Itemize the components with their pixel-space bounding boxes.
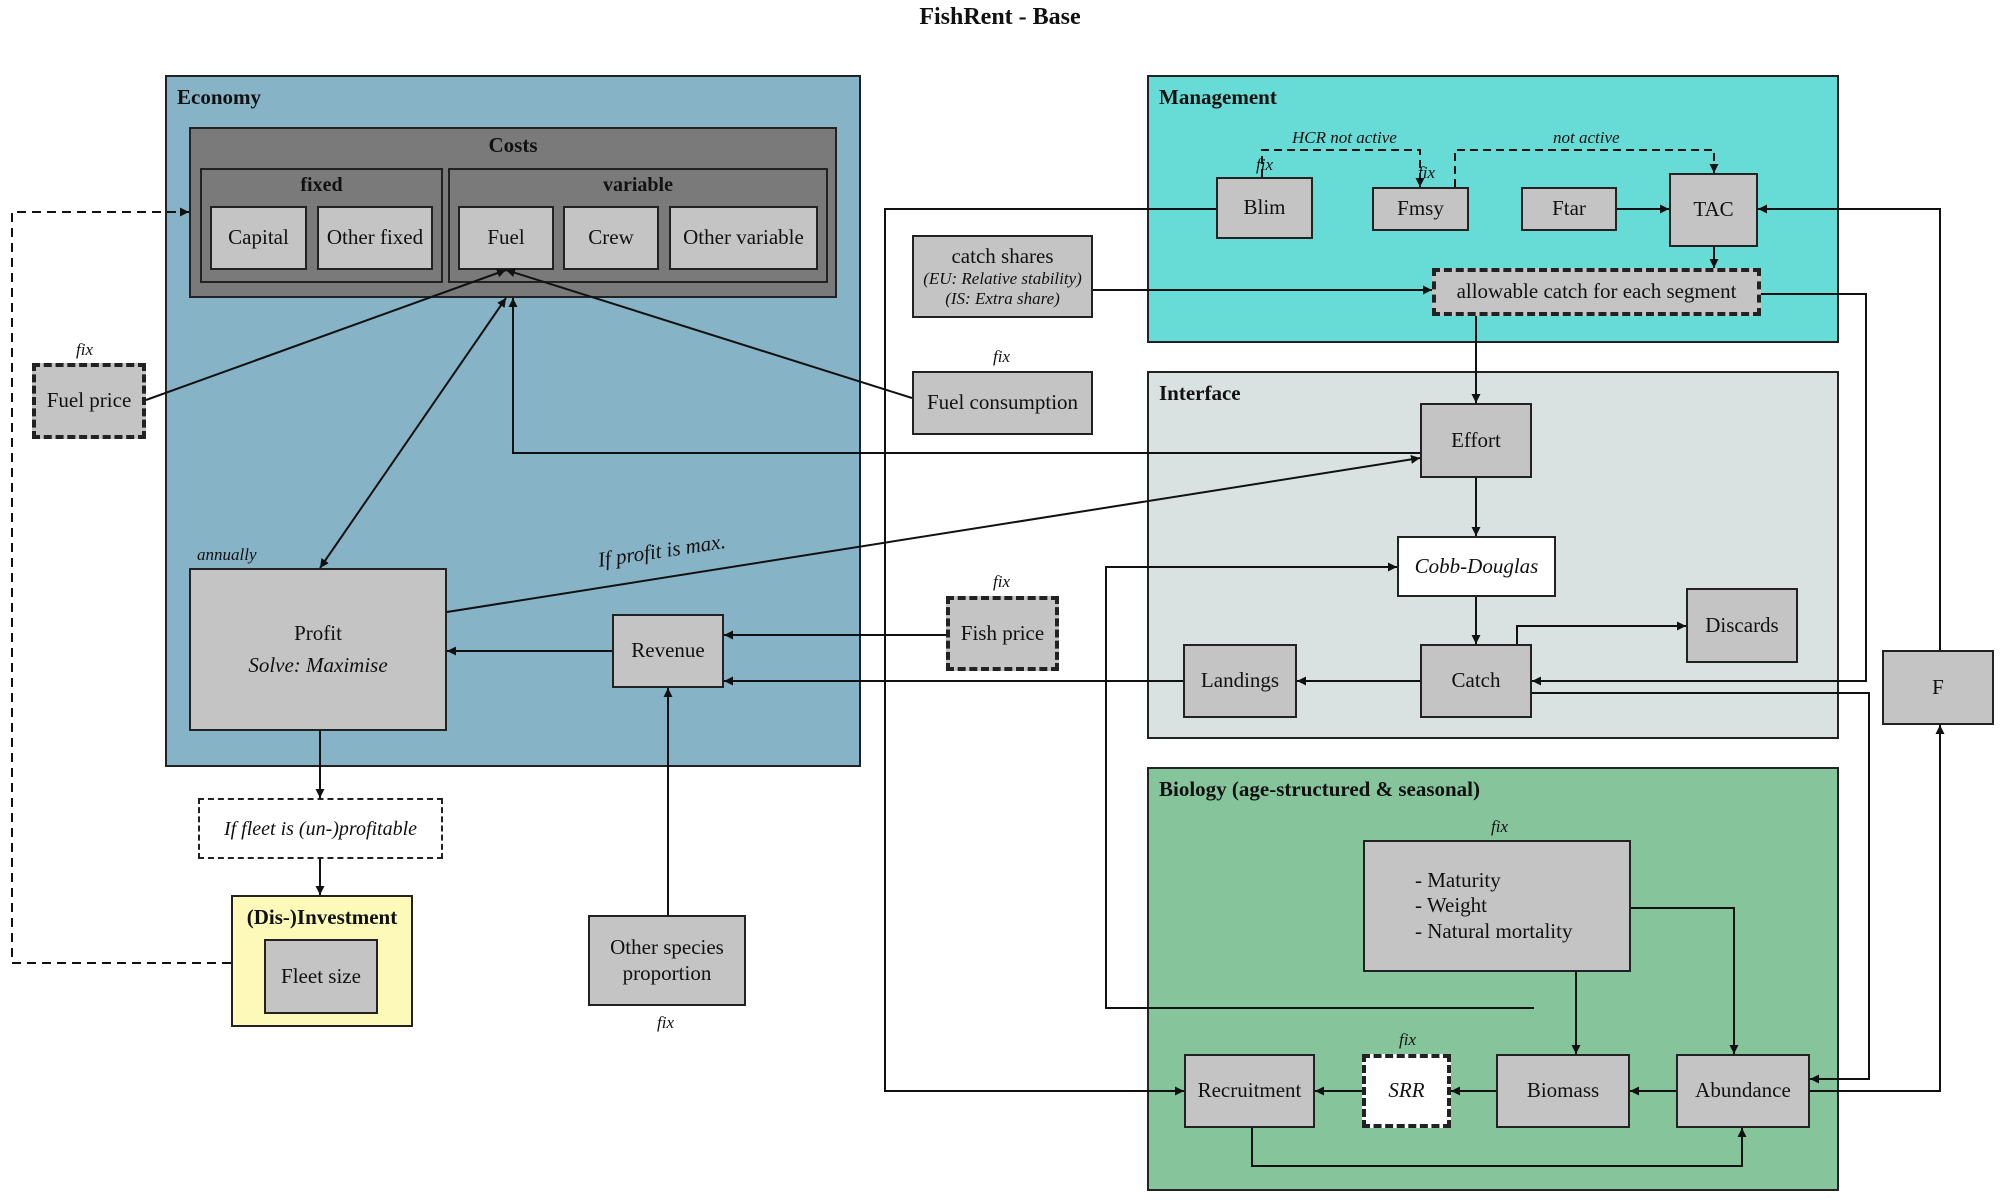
landings-node: Landings [1183, 644, 1297, 718]
economy-panel-title: Economy [177, 85, 261, 109]
link-allowable-catch-to-catch [1532, 293, 1867, 686]
fuel-consumption-node: Fuel consumption [912, 371, 1093, 435]
discards-node: Discards [1686, 588, 1798, 663]
fuel-price-node: Fuel price [32, 363, 146, 439]
crew-cost-node: Crew [563, 206, 659, 270]
link-blim-to-fmsy [1261, 149, 1425, 187]
f-node: F [1882, 650, 1994, 725]
natural-mortality-label: - Natural mortality [1415, 918, 1573, 943]
effort-node: Effort [1420, 403, 1532, 478]
tac-node: TAC [1669, 173, 1758, 247]
blim-node: Blim [1216, 177, 1313, 239]
hcr-not-active-label: HCR not active [1292, 128, 1397, 147]
link-fmsy-to-tac [1454, 149, 1719, 187]
management-panel-title: Management [1159, 85, 1277, 109]
link-biomass-to-cobb-douglas [1105, 562, 1534, 1009]
annually-label: annually [197, 545, 257, 564]
abundance-node: Abundance [1676, 1054, 1810, 1128]
interface-panel-title: Interface [1159, 381, 1241, 405]
srr-node: SRR [1362, 1054, 1451, 1128]
link-catch-to-discards [1516, 621, 1686, 644]
link-recruitment-to-abundance [1251, 1128, 1747, 1167]
fix-label-fuel-consumption: fix [993, 347, 1010, 366]
biomass-node: Biomass [1496, 1054, 1630, 1128]
link-parameters-to-abundance [1631, 907, 1739, 1054]
fuel-cost-node: Fuel [458, 206, 554, 270]
link-abundance-to-f [1810, 725, 1945, 1092]
fish-price-node: Fish price [946, 596, 1059, 671]
capital-cost-node: Capital [210, 206, 307, 270]
cobb-douglas-node: Cobb-Douglas [1397, 536, 1556, 597]
link-blim-to-recruitment [884, 208, 1216, 1096]
revenue-node: Revenue [612, 614, 724, 688]
link-effort-to-costs [508, 298, 1420, 454]
weight-label: - Weight [1415, 893, 1487, 918]
recruitment-node: Recruitment [1184, 1054, 1315, 1128]
investment-panel-title: (Dis-)Investment [246, 905, 398, 929]
other-species-line2: proportion [622, 960, 712, 985]
other-fixed-cost-node: Other fixed [317, 206, 433, 270]
maturity-label: - Maturity [1415, 868, 1501, 893]
fix-label-other-species: fix [657, 1013, 674, 1032]
link-fuel-consumption-to-fuel [505, 268, 913, 399]
profit-node: Profit Solve: Maximise [189, 568, 447, 731]
other-species-proportion-node: Other species proportion [588, 915, 746, 1006]
fmsy-node: Fmsy [1372, 187, 1469, 231]
link-costs-profit [319, 297, 507, 569]
profit-solve-label: Solve: Maximise [248, 652, 388, 677]
catch-shares-node: catch shares (EU: Relative stability) (I… [912, 235, 1093, 318]
ftar-node: Ftar [1521, 187, 1617, 231]
profit-label: Profit [294, 621, 342, 646]
link-catch-to-abundance [1532, 692, 1870, 1084]
biology-panel-title: Biology (age-structured & seasonal) [1159, 777, 1480, 801]
fix-label-fish-price: fix [993, 572, 1010, 591]
catch-shares-is: (IS: Extra share) [945, 289, 1060, 309]
other-species-line1: Other species [610, 935, 724, 960]
costs-title: Costs [488, 133, 538, 157]
fix-label-fmsy: fix [1418, 163, 1435, 182]
diagram-title: FishRent - Base [919, 4, 1081, 30]
fix-label-fuel-price: fix [76, 340, 93, 359]
fleet-size-node: Fleet size [264, 939, 378, 1014]
link-investment-to-costs [11, 207, 231, 964]
catch-shares-label: catch shares [951, 243, 1054, 268]
biology-parameters-node: - Maturity - Weight - Natural mortality [1363, 840, 1631, 972]
link-profit-to-effort [446, 454, 1421, 613]
allowable-catch-node: allowable catch for each segment [1432, 268, 1761, 316]
fleet-profitability-condition: If fleet is (un-)profitable [198, 798, 443, 859]
catch-shares-eu: (EU: Relative stability) [923, 268, 1082, 288]
catch-node: Catch [1420, 644, 1532, 718]
fix-label-srr: fix [1399, 1030, 1416, 1049]
fix-label-biology-parameters: fix [1491, 817, 1508, 836]
fix-label-blim: fix [1256, 155, 1273, 174]
other-variable-cost-node: Other variable [669, 206, 818, 270]
not-active-label: not active [1553, 128, 1620, 147]
link-f-to-tac [1758, 204, 1941, 650]
fixed-costs-title: fixed [300, 174, 343, 196]
link-fuel-price-to-fuel [145, 268, 507, 401]
variable-costs-title: variable [603, 174, 673, 196]
